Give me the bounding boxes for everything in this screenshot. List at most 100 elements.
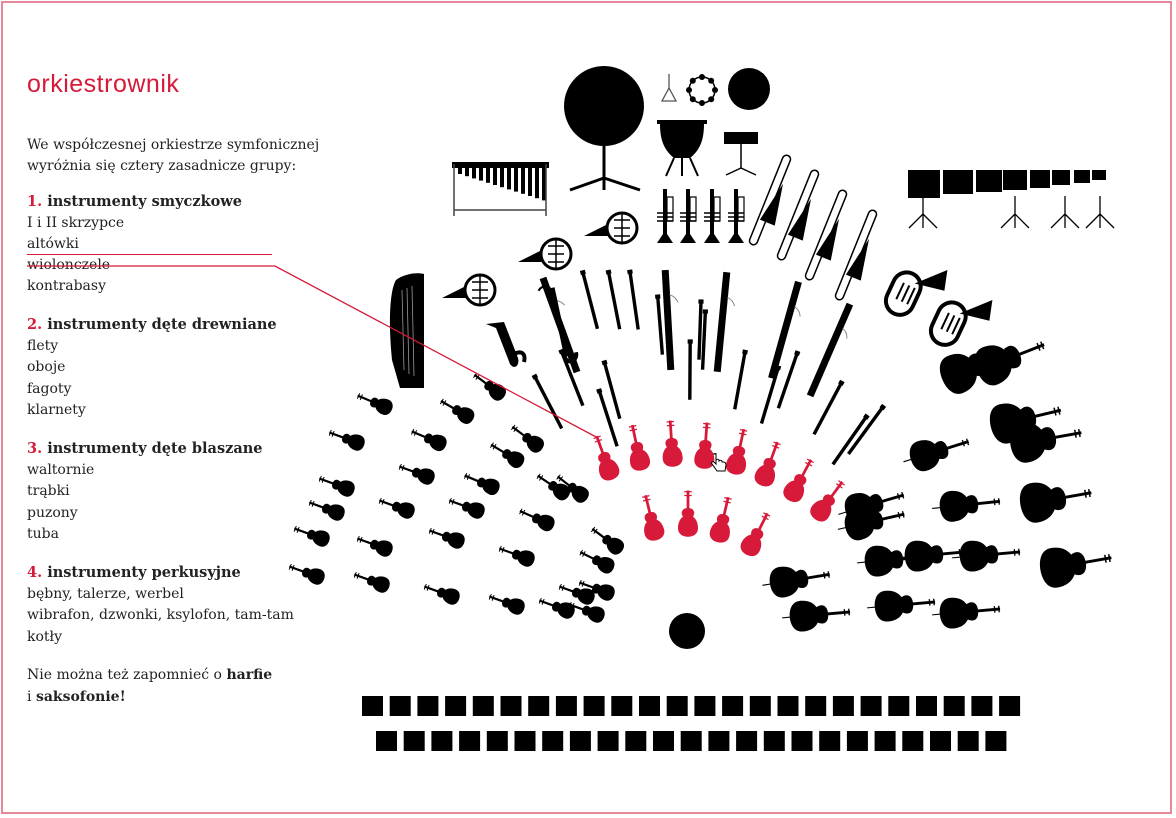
double-bass-icon[interactable] [1035, 536, 1117, 592]
tambourine-icon[interactable] [686, 74, 718, 106]
audience-seat[interactable] [916, 696, 937, 716]
violin-icon[interactable] [407, 422, 451, 455]
violin-icon[interactable] [445, 491, 488, 522]
trombone-icon[interactable] [834, 209, 887, 305]
audience-seat[interactable] [902, 731, 924, 751]
item-bassoons[interactable]: fagoty [27, 380, 72, 397]
audience-seat[interactable] [597, 731, 619, 751]
audience-seat[interactable] [569, 731, 591, 751]
audience-seat[interactable] [791, 731, 813, 751]
trumpet-icon[interactable] [680, 189, 697, 243]
cello-icon[interactable] [949, 535, 1023, 575]
audience-seat[interactable] [528, 696, 550, 716]
item-timpani[interactable]: kotły [27, 628, 62, 645]
bassoon-icon[interactable] [767, 280, 810, 382]
violin-icon[interactable] [315, 469, 358, 500]
item-mallets[interactable]: wibrafon, dzwonki, ksylofon, tam-tam [27, 607, 294, 623]
audience-seat[interactable] [722, 696, 744, 716]
violin-icon[interactable] [535, 591, 578, 622]
violin-icon[interactable] [425, 521, 468, 552]
audience-seat[interactable] [403, 731, 425, 751]
trumpet-icon[interactable] [728, 189, 745, 243]
audience-seat[interactable] [819, 731, 841, 751]
trombone-icon[interactable] [804, 189, 857, 285]
audience-seat[interactable] [542, 731, 564, 751]
violin-icon[interactable] [285, 557, 328, 588]
cello-icon[interactable] [929, 592, 1003, 632]
woodwind-icon[interactable] [687, 339, 693, 400]
audience-seat[interactable] [611, 696, 633, 716]
audience-seat[interactable] [943, 696, 965, 716]
audience-seat[interactable] [500, 696, 522, 716]
tom-tom-icon[interactable] [943, 170, 973, 194]
cello-icon[interactable] [894, 535, 968, 575]
audience-seat[interactable] [874, 731, 896, 751]
trumpet-icon[interactable] [657, 189, 674, 243]
viola-icon[interactable] [750, 437, 789, 491]
cello-icon[interactable] [779, 595, 853, 635]
audience-seat[interactable] [431, 731, 453, 751]
violin-icon[interactable] [395, 457, 438, 488]
violin-icon[interactable] [375, 491, 418, 522]
audience-seat[interactable] [985, 731, 1007, 751]
audience-seat[interactable] [459, 731, 481, 751]
viola-icon[interactable] [634, 491, 668, 544]
item-flutes[interactable]: flety [27, 337, 59, 354]
violin-icon[interactable] [485, 587, 528, 618]
audience-seat[interactable] [417, 696, 439, 716]
violin-icon[interactable] [468, 367, 510, 405]
audience-seat[interactable] [999, 696, 1021, 716]
audience-seat[interactable] [846, 731, 868, 751]
vibraphone-icon[interactable] [452, 162, 549, 216]
double-bass-icon[interactable] [1015, 471, 1097, 527]
triangle-icon[interactable] [660, 74, 678, 102]
harp-icon[interactable] [389, 273, 424, 388]
audience-seat[interactable] [708, 731, 730, 751]
item-violins[interactable]: I i II skrzypce [27, 215, 125, 231]
audience-seat[interactable] [555, 696, 577, 716]
double-bass-icon[interactable] [968, 324, 1053, 392]
audience-seat[interactable] [694, 696, 716, 716]
audience-seat[interactable] [625, 731, 647, 751]
timpani-icon[interactable] [657, 120, 707, 177]
woodwind-icon[interactable] [655, 294, 665, 355]
trombone-icon[interactable] [748, 154, 801, 250]
item-tuba[interactable]: tuba [27, 526, 59, 542]
harp-link[interactable]: harfie [226, 667, 273, 683]
cello-icon[interactable] [929, 484, 1004, 526]
audience-seat[interactable] [749, 696, 771, 716]
bass-clarinet-icon[interactable] [537, 283, 579, 365]
tom-tom-icon[interactable] [1092, 170, 1106, 180]
item-violas[interactable]: altówki [27, 235, 272, 255]
item-oboes[interactable]: oboje [27, 359, 66, 375]
viola-icon[interactable] [736, 507, 778, 561]
item-clarinets[interactable]: klarnety [27, 402, 86, 418]
audience-seat[interactable] [666, 696, 688, 716]
audience-seat[interactable] [860, 696, 882, 716]
viola-icon[interactable] [722, 425, 755, 478]
woodwind-icon[interactable] [596, 388, 620, 448]
violin-icon[interactable] [435, 392, 479, 428]
audience-seat[interactable] [445, 696, 467, 716]
item-double-basses[interactable]: kontrabasy [27, 278, 106, 294]
audience-seat[interactable] [514, 731, 536, 751]
violin-icon[interactable] [532, 467, 575, 505]
bassoon-icon[interactable] [806, 302, 861, 401]
french-horn-icon[interactable] [518, 237, 573, 271]
violin-icon[interactable] [350, 565, 393, 596]
audience-seat[interactable] [930, 731, 951, 751]
audience-seat[interactable] [736, 731, 758, 751]
woodwind-icon[interactable] [732, 349, 748, 410]
audience-seat[interactable] [971, 696, 993, 716]
woodwind-icon[interactable] [627, 269, 641, 330]
audience-seat[interactable] [376, 731, 397, 751]
tom-tom-icon[interactable] [908, 170, 940, 198]
tom-tom-icon[interactable] [1003, 170, 1027, 190]
french-horn-icon[interactable] [584, 211, 639, 245]
tom-tom-icon[interactable] [1074, 170, 1090, 183]
bass-drum-icon[interactable] [564, 66, 644, 192]
audience-seat[interactable] [888, 696, 910, 716]
violin-icon[interactable] [353, 387, 397, 419]
snare-drum-icon[interactable] [724, 132, 758, 176]
violin-icon[interactable] [515, 502, 559, 535]
